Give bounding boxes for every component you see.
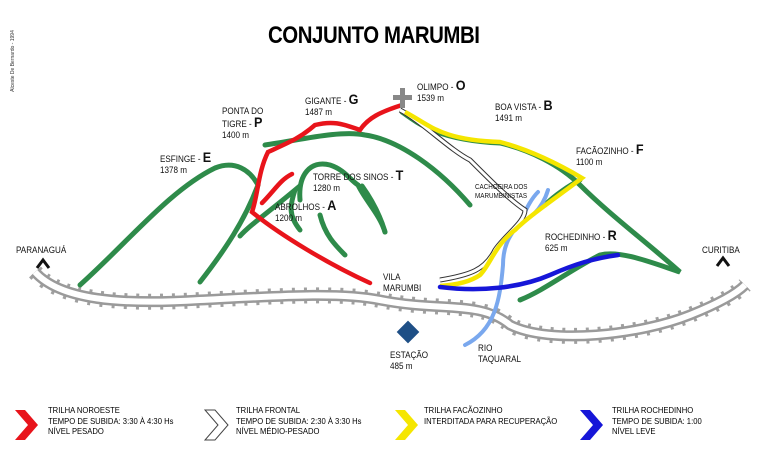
- curitiba-label: CURITIBA: [702, 245, 740, 255]
- ridge-torre-3: [359, 183, 388, 235]
- ridges: [77, 109, 682, 303]
- author-credit: Alceste De Bernardo - 1994: [9, 30, 16, 92]
- paranagua-arrow-icon: [35, 257, 51, 269]
- rio-taquaral-label: RIO TAQUARAL: [478, 343, 522, 364]
- trail-noroeste[interactable]: [249, 102, 405, 286]
- curitiba-arrow-icon: [715, 255, 731, 267]
- ridge-abrolhos: [237, 182, 303, 239]
- station-icon: [396, 320, 420, 344]
- legend-rochedinho-icon: [580, 410, 603, 440]
- summit-cross-icon: [393, 88, 412, 108]
- ridge-gigante: [262, 131, 473, 208]
- trail-facaozinho[interactable]: [403, 110, 587, 289]
- trail-frontal[interactable]: [399, 108, 527, 282]
- ridge-esfinge: [77, 162, 261, 288]
- ridge-torre-2: [317, 212, 348, 258]
- page-title: CONJUNTO MARUMBI: [268, 22, 480, 49]
- vila-marumbi-label: VILA MARUMBI: [383, 272, 422, 293]
- ridge-torre: [297, 161, 388, 235]
- cachoeira-label: CACHOEIRA DOS MARUMBINISTAS: [475, 184, 528, 200]
- legend-noroeste-icon: [15, 410, 38, 440]
- trail-rochedinho[interactable]: [437, 252, 621, 292]
- paranagua-label: PARANAGUÁ: [16, 245, 67, 255]
- legend-frontal-icon: [203, 409, 229, 441]
- legend-facaozinho-icon: [395, 410, 418, 440]
- railway: [29, 266, 751, 344]
